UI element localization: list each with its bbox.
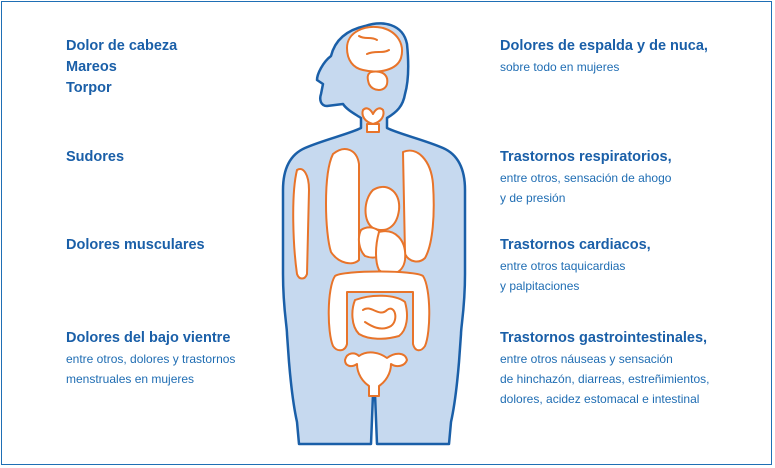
label-muscle-pain-title: Dolores musculares <box>66 235 205 256</box>
label-headache-line-3: Torpor <box>66 78 177 99</box>
label-headache: Dolor de cabeza Mareos Torpor <box>66 36 177 99</box>
label-gastrointestinal-desc-2: de hinchazón, diarreas, estreñimientos, <box>500 369 709 389</box>
label-cardiac-title: Trastornos cardiacos, <box>500 235 651 256</box>
label-lower-abdomen-desc-1: entre otros, dolores y trastornos <box>66 349 235 369</box>
label-headache-line-2: Mareos <box>66 57 177 78</box>
label-respiratory-desc-1: entre otros, sensación de ahogo <box>500 168 672 188</box>
label-headache-line-1: Dolor de cabeza <box>66 36 177 57</box>
trachea-organ <box>367 124 379 132</box>
label-gastrointestinal: Trastornos gastrointestinales, entre otr… <box>500 328 709 409</box>
human-body-figure <box>275 14 497 454</box>
label-back-pain-desc-1: sobre todo en mujeres <box>500 57 708 77</box>
label-gastrointestinal-title: Trastornos gastrointestinales, <box>500 328 709 349</box>
right-lung-organ <box>403 151 434 262</box>
label-lower-abdomen-desc-2: menstruales en mujeres <box>66 369 235 389</box>
brain-organ <box>347 27 402 72</box>
label-respiratory-title: Trastornos respiratorios, <box>500 147 672 168</box>
label-gastrointestinal-desc-1: entre otros náuseas y sensación <box>500 349 709 369</box>
label-back-pain: Dolores de espalda y de nuca, sobre todo… <box>500 36 708 77</box>
arm-muscle-organ <box>293 169 309 279</box>
label-lower-abdomen: Dolores del bajo vientre entre otros, do… <box>66 328 235 389</box>
small-intestine-organ <box>352 296 407 339</box>
label-cardiac-desc-1: entre otros taquicardias <box>500 256 651 276</box>
label-respiratory-desc-2: y de presión <box>500 188 672 208</box>
cerebellum-organ <box>368 72 388 91</box>
heart-organ <box>366 187 400 230</box>
label-respiratory: Trastornos respiratorios, entre otros, s… <box>500 147 672 208</box>
label-sweating: Sudores <box>66 147 124 168</box>
label-cardiac-desc-2: y palpitaciones <box>500 276 651 296</box>
left-lung-organ <box>326 149 359 263</box>
label-muscle-pain: Dolores musculares <box>66 235 205 256</box>
label-cardiac: Trastornos cardiacos, entre otros taquic… <box>500 235 651 296</box>
label-sweating-title: Sudores <box>66 147 124 168</box>
label-gastrointestinal-desc-3: dolores, acidez estomacal e intestinal <box>500 389 709 409</box>
label-back-pain-title: Dolores de espalda y de nuca, <box>500 36 708 57</box>
label-lower-abdomen-title: Dolores del bajo vientre <box>66 328 235 349</box>
